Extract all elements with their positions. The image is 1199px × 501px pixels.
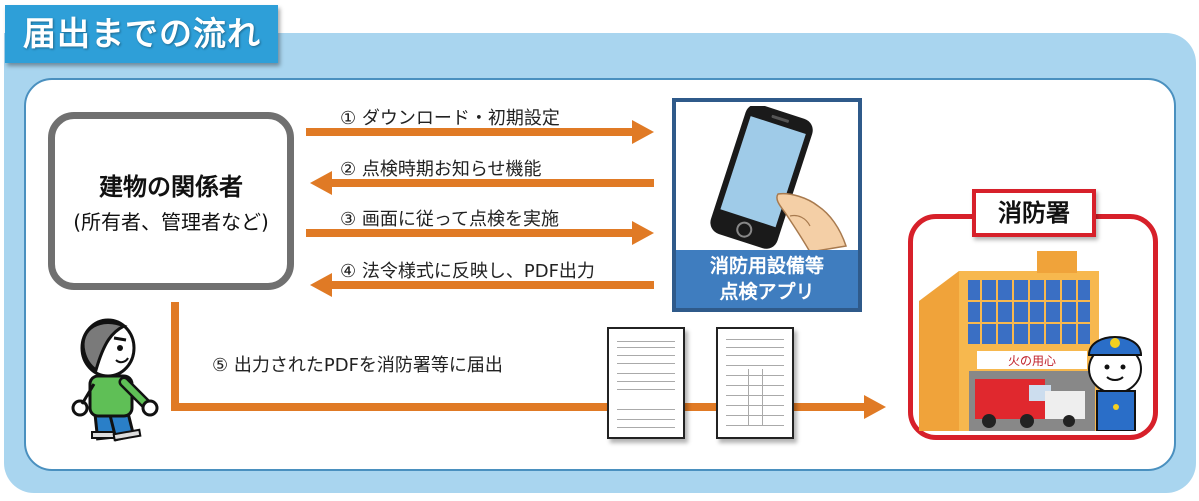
step-3-arrow-right-icon bbox=[306, 221, 654, 245]
step-1-label: ① ダウンロード・初期設定 bbox=[340, 108, 560, 129]
smartphone-touch-icon bbox=[710, 106, 847, 252]
step-5-arrow-vertical bbox=[171, 302, 179, 411]
step-4-arrow-left-icon bbox=[310, 273, 654, 297]
step-3-label: ③ 画面に従って点検を実施 bbox=[340, 209, 559, 230]
step-2-label: ② 点検時期お知らせ機能 bbox=[340, 159, 542, 180]
inspection-app-card: 消防用設備等 点検アプリ bbox=[672, 98, 862, 312]
svg-text:火の用心: 火の用心 bbox=[1008, 354, 1056, 368]
step-5-label: ⑤ 出力されたPDFを消防署等に届出 bbox=[212, 355, 503, 376]
building-owner-box: 建物の関係者 (所有者、管理者など) bbox=[48, 112, 294, 290]
fire-station-box: 火の用心 bbox=[908, 214, 1158, 440]
person-walking-icon bbox=[71, 318, 159, 442]
step-4-label: ④ 法令様式に反映し、PDF出力 bbox=[340, 261, 595, 282]
app-label: 消防用設備等 点検アプリ bbox=[676, 250, 858, 308]
step-2-arrow-left-icon bbox=[310, 171, 654, 195]
fire-station-label: 消防署 bbox=[972, 189, 1096, 237]
step-5-arrow-right-icon bbox=[171, 395, 886, 419]
page-title: 届出までの流れ bbox=[5, 5, 278, 63]
fire-station-building-icon: 火の用心 bbox=[919, 251, 1143, 431]
app-label-line1: 消防用設備等 bbox=[709, 255, 824, 277]
owner-subtitle: (所有者、管理者など) bbox=[73, 210, 269, 234]
owner-title: 建物の関係者 bbox=[99, 173, 243, 201]
step-1-arrow-right-icon bbox=[306, 120, 654, 144]
pdf-document-2 bbox=[716, 327, 794, 439]
pdf-document-1 bbox=[607, 327, 685, 439]
app-label-line2: 点検アプリ bbox=[719, 281, 815, 303]
